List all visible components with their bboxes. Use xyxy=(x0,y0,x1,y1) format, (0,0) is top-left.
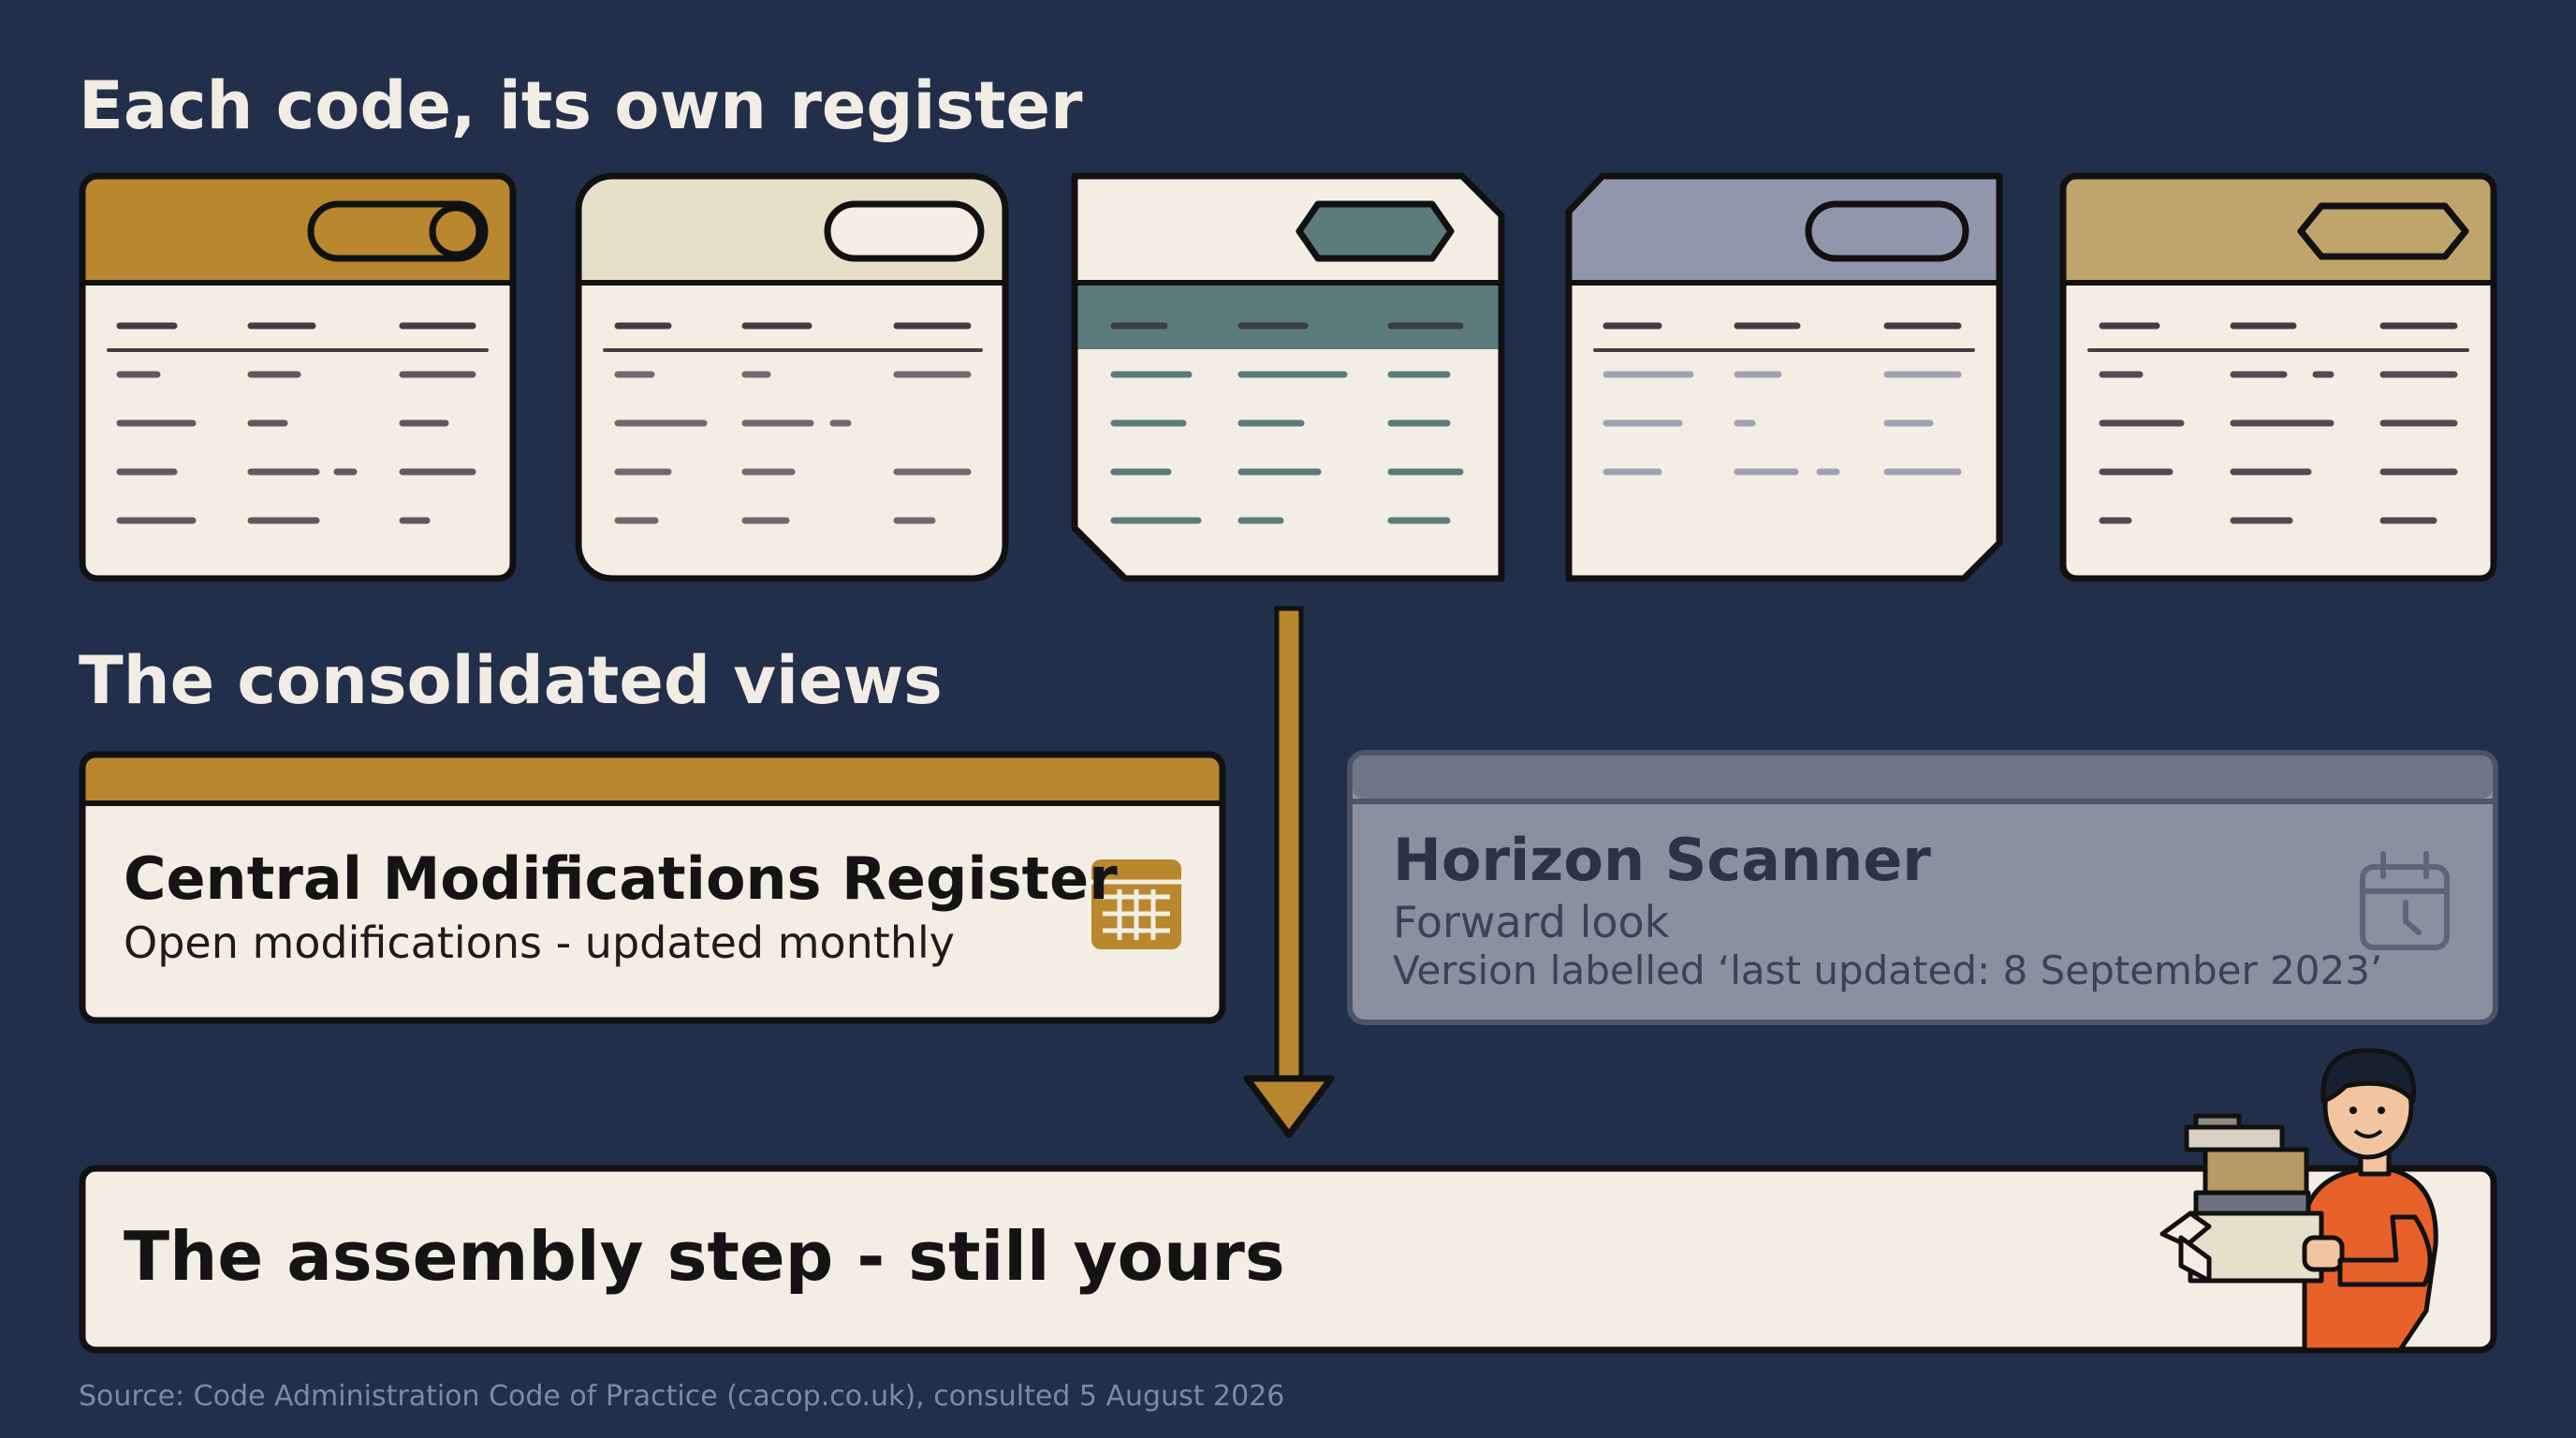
pill-tab-icon xyxy=(1805,200,1969,262)
horizon-scanner-panel xyxy=(1347,750,2498,1025)
hexagon-tab-icon xyxy=(1295,200,1455,262)
toggle-on-icon xyxy=(307,200,489,262)
person-carrying-boxes-icon xyxy=(2159,1048,2438,1353)
pill-tab-icon xyxy=(824,200,985,262)
horizon-scanner-subtitle: Forward look xyxy=(1393,897,1670,947)
assembly-bar xyxy=(79,1165,2497,1354)
assembly-step-label: The assembly step - still yours xyxy=(124,1217,1285,1296)
hexagon-tab-icon xyxy=(2297,202,2469,260)
register-3-band xyxy=(1075,286,1501,349)
central-register-accent xyxy=(82,755,1222,801)
horizon-scanner-title: Horizon Scanner xyxy=(1393,826,1931,894)
consolidated-section-title: The consolidated views xyxy=(79,642,943,719)
register-card-4 xyxy=(1565,172,2003,582)
flow-down-arrow xyxy=(1243,606,1335,1138)
register-card-2 xyxy=(575,172,1009,582)
central-register-title: Central Modifications Register xyxy=(124,844,1118,913)
horizon-scanner-version-note: Version labelled ‘last updated: 8 Septem… xyxy=(1393,947,2383,993)
registers-section-title: Each code, its own register xyxy=(79,67,1083,144)
calendar-clock-icon xyxy=(2360,851,2450,950)
register-card-3 xyxy=(1071,172,1505,582)
calendar-grid-icon xyxy=(1091,859,1181,949)
source-citation: Source: Code Administration Code of Prac… xyxy=(79,1380,1285,1413)
central-register-subtitle: Open modifications - updated monthly xyxy=(124,917,955,968)
register-card-5 xyxy=(2059,172,2497,582)
register-card-1 xyxy=(79,172,517,582)
central-register-panel xyxy=(79,751,1226,1024)
